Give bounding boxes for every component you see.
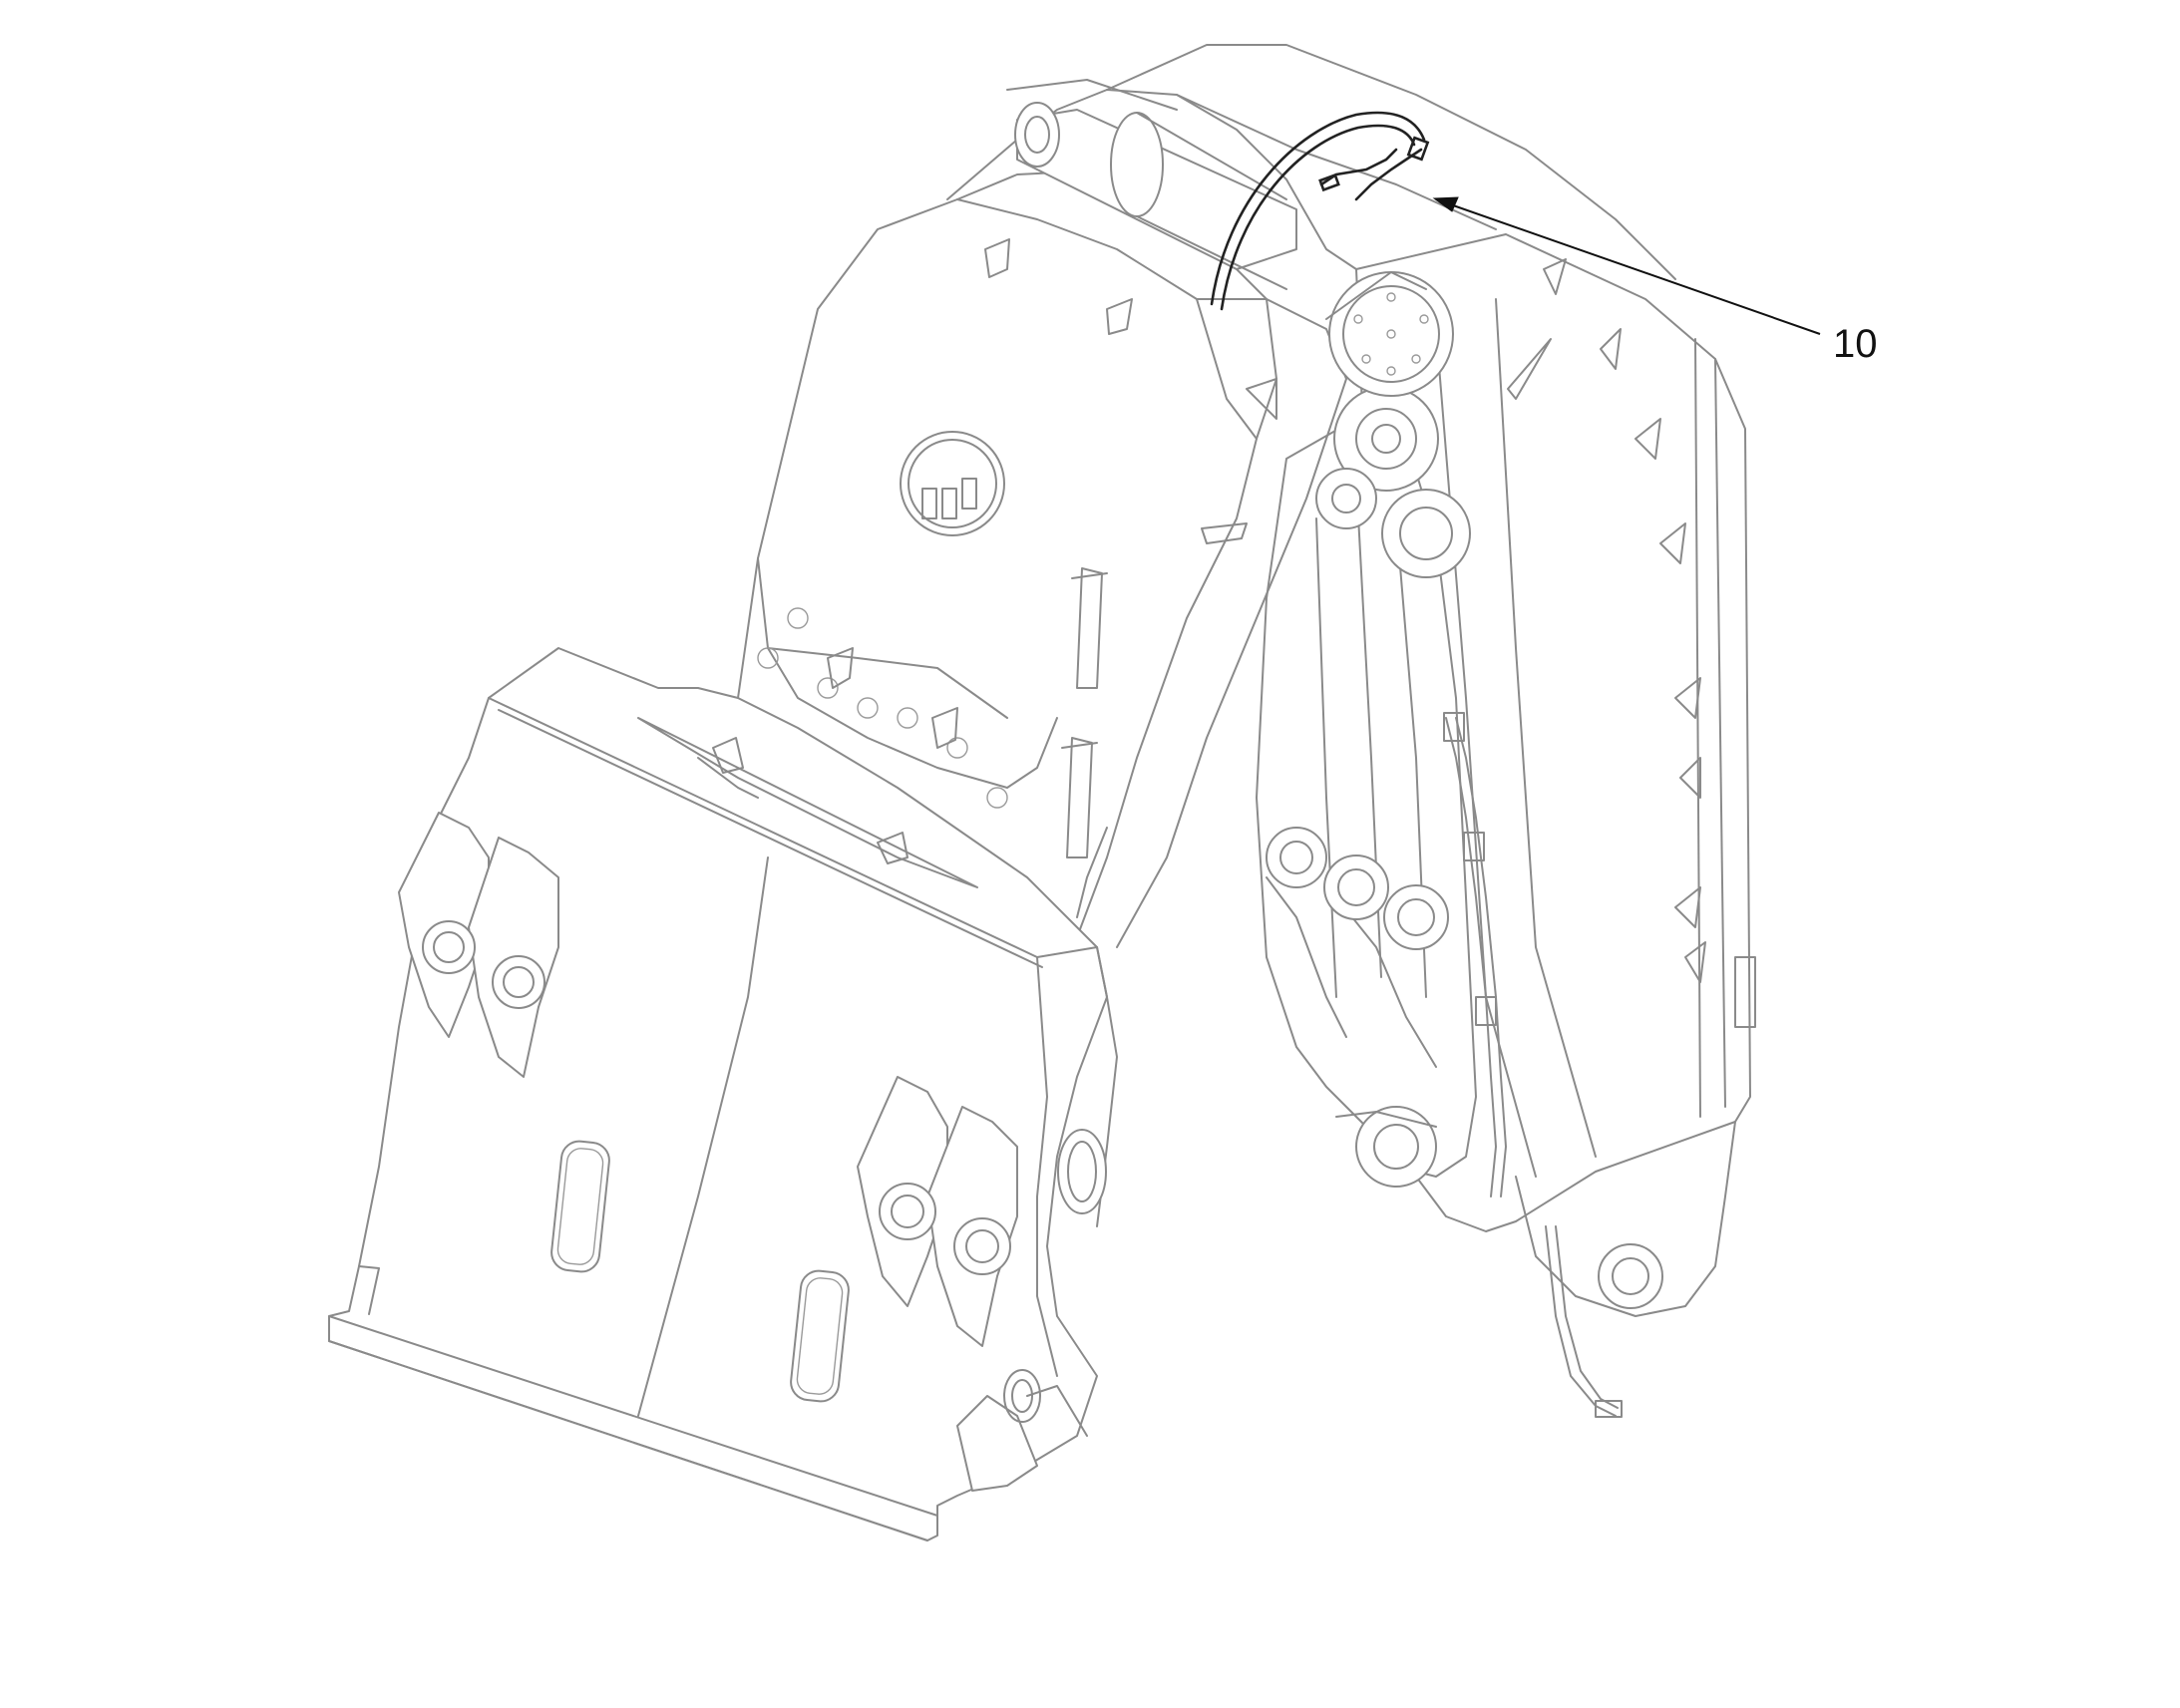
top-pivot bbox=[1006, 79, 1454, 397]
callout-leader-line bbox=[1435, 198, 1821, 335]
callout-arrowhead bbox=[1432, 196, 1459, 212]
callout-label: 10 bbox=[1833, 322, 1878, 366]
hose-assembly-top bbox=[1210, 111, 1430, 311]
front-block bbox=[328, 647, 1118, 1541]
callout-10: 10 bbox=[1432, 196, 1878, 366]
inner-linkage bbox=[1256, 386, 1623, 1418]
